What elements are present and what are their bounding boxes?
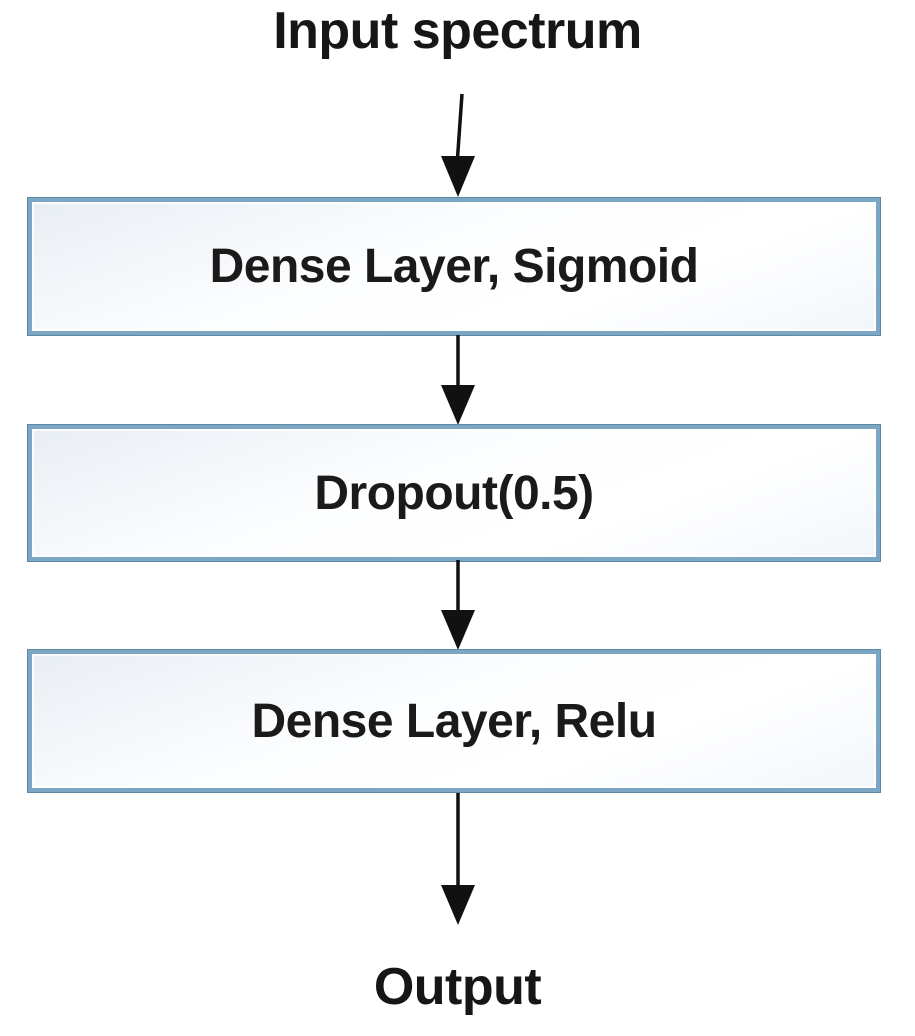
node-dense-sigmoid: Dense Layer, Sigmoid xyxy=(28,198,880,335)
arrow-down-icon xyxy=(441,560,475,650)
arrow-down-icon xyxy=(441,793,475,925)
node-label: Dense Layer, Sigmoid xyxy=(209,240,699,293)
node-dense-relu: Dense Layer, Relu xyxy=(28,650,880,792)
output-label: Output xyxy=(373,958,542,1016)
arrow-down-icon xyxy=(441,93,475,197)
node-dropout: Dropout(0.5) xyxy=(28,425,880,561)
node-label: Dense Layer, Relu xyxy=(251,694,657,748)
input-spectrum-label: Input spectrum xyxy=(273,2,642,60)
arrow-down-icon xyxy=(441,335,475,425)
node-label: Dropout(0.5) xyxy=(314,466,594,520)
